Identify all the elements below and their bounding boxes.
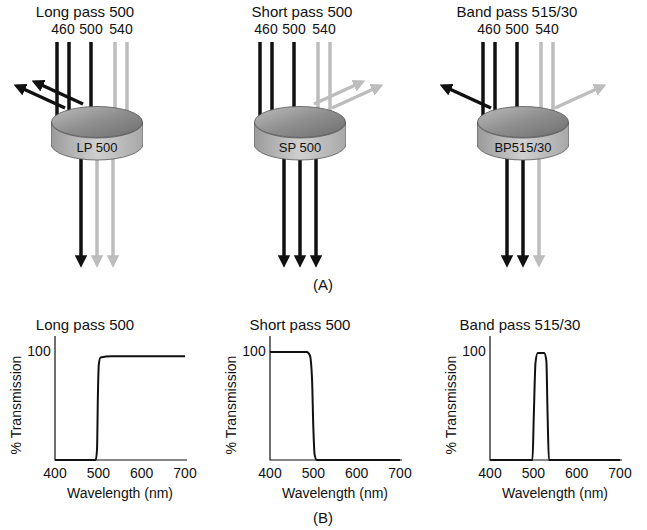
reflected-beam xyxy=(17,86,65,108)
axis-value: 600 xyxy=(130,466,153,481)
axis-value: 100 xyxy=(462,344,485,359)
axis-value: 600 xyxy=(565,466,588,481)
plot-axes xyxy=(270,336,402,460)
transmitted-beam xyxy=(521,158,525,264)
axis-value: 400 xyxy=(478,466,501,481)
light-beam xyxy=(55,42,59,122)
filter-disk: LP 500 xyxy=(51,106,143,160)
panel-label: (A) xyxy=(313,277,333,294)
filter-title: Long pass 500 xyxy=(36,4,134,21)
reflected-beam xyxy=(443,86,491,108)
plot-axes xyxy=(490,336,622,460)
axis-value: 700 xyxy=(608,466,631,481)
filter-disk: SP 500 xyxy=(254,106,346,160)
axis-value: 500 xyxy=(87,466,110,481)
axis-value: 400 xyxy=(258,466,281,481)
light-beam xyxy=(258,42,262,122)
transmitted-beam xyxy=(505,158,509,264)
wavelength-label: 540 xyxy=(312,22,335,37)
filter-label: LP 500 xyxy=(51,141,143,155)
axis-title: % Transmission xyxy=(444,356,459,455)
wavelength-label: 500 xyxy=(79,22,102,37)
axis-title: % Transmission xyxy=(224,356,239,455)
axis-value: 600 xyxy=(345,466,368,481)
transmitted-beam xyxy=(314,158,318,264)
axis-value: 100 xyxy=(242,344,265,359)
axis-title: % Transmission xyxy=(9,356,24,455)
filter-label: SP 500 xyxy=(254,141,346,155)
wavelength-label: 500 xyxy=(505,22,528,37)
light-beam xyxy=(481,42,485,122)
transmitted-beam xyxy=(298,158,302,264)
reflected-beam xyxy=(332,86,380,108)
axis-value: 100 xyxy=(27,344,50,359)
wavelength-label: 540 xyxy=(109,22,132,37)
filter-title: Band pass 515/30 xyxy=(457,4,578,21)
axis-value: 400 xyxy=(43,466,66,481)
wavelength-label: 500 xyxy=(282,22,305,37)
filter-disk: BP515/30 xyxy=(477,106,569,160)
wavelength-label: 460 xyxy=(477,22,500,37)
axis-title: Wavelength (nm) xyxy=(282,486,388,501)
axis-value: 700 xyxy=(173,466,196,481)
wavelength-label: 460 xyxy=(254,22,277,37)
transmitted-beam xyxy=(95,158,99,264)
transmitted-beam xyxy=(111,158,115,264)
filter-title: Short pass 500 xyxy=(252,4,353,21)
axis-title: Wavelength (nm) xyxy=(502,486,608,501)
axis-title: Wavelength (nm) xyxy=(67,486,173,501)
plot-title: Long pass 500 xyxy=(36,317,134,334)
axis-value: 500 xyxy=(522,466,545,481)
wavelength-label: 460 xyxy=(51,22,74,37)
transmitted-beam xyxy=(282,158,286,264)
reflected-beam xyxy=(555,86,603,108)
plot-title: Short pass 500 xyxy=(250,317,351,334)
reflected-beam xyxy=(314,82,362,104)
transmitted-beam xyxy=(79,158,83,264)
transmission-curve xyxy=(490,353,620,460)
wavelength-label: 540 xyxy=(535,22,558,37)
transmission-curve xyxy=(55,356,185,460)
axis-value: 500 xyxy=(302,466,325,481)
filter-label: BP515/30 xyxy=(477,141,569,155)
plot-title: Band pass 515/30 xyxy=(460,317,581,334)
transmitted-beam xyxy=(537,158,541,264)
transmission-curve xyxy=(270,352,400,460)
axis-value: 700 xyxy=(388,466,411,481)
panel-label: (B) xyxy=(313,510,333,527)
reflected-beam xyxy=(35,82,83,104)
plot-axes xyxy=(55,336,187,460)
